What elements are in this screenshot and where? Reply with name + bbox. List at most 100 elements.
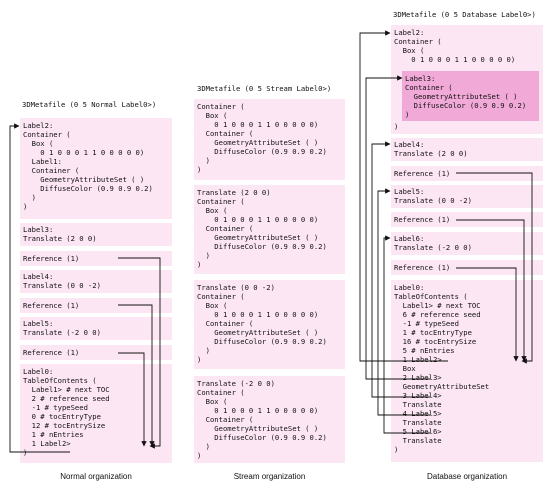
code-line: Translate (-2 0 0) — [394, 243, 472, 252]
database-arrow-toc-to-label3 — [365, 75, 430, 380]
code-line: Label0: — [394, 283, 425, 292]
code-line: GeometryAttributeSet ( ) — [197, 328, 319, 337]
code-line: 0 # tocEntryType — [23, 412, 101, 421]
code-line: TableOfContents ( — [394, 292, 468, 301]
database-box-reference-2: Reference (1) — [391, 212, 543, 227]
code-line: ) — [197, 355, 202, 364]
code-line: ) — [197, 156, 210, 165]
code-line: 0 1 0 0 0 1 1 0 0 0 0 0) — [23, 148, 145, 157]
code-line: 1 Label2> — [394, 355, 442, 364]
code-line: Container ( — [405, 83, 453, 92]
database-box-label2-text: Label2:Container ( Box ( 0 1 0 0 0 1 1 0… — [394, 28, 515, 64]
code-line: 2 # reference seed — [23, 394, 110, 403]
code-line: Container ( — [394, 37, 442, 46]
normal-box-reference-3-text: Reference (1) — [23, 348, 79, 357]
database-header: 3DMetafile (0 5 Database Label0>) — [393, 10, 536, 19]
database-box-label5: Label5:Translate (0 0 -2) — [391, 185, 543, 208]
database-arrow-toc-to-label4 — [371, 141, 430, 398]
code-line: GeometryAttributeSet ( ) — [405, 92, 518, 101]
normal-box-toc: Label0:TableOfContents ( Label1> # next … — [20, 364, 172, 463]
database-box-reference-1-text: Reference (1) — [394, 169, 450, 178]
normal-box-reference-2: Reference (1) — [20, 298, 172, 313]
stream-box-3-text: Translate (0 0 -2)Container ( Box ( 0 1 … — [197, 283, 327, 364]
normal-box-label4-text: Label4:Translate (0 0 -2) — [23, 272, 101, 290]
code-line: DiffuseColor (0.9 0.9 0.2) — [197, 433, 327, 442]
code-line: Container ( — [23, 166, 80, 175]
code-line: 2 Label3> — [394, 373, 442, 382]
code-line: Translate — [394, 436, 442, 445]
code-line: TableOfContents ( — [23, 376, 97, 385]
code-line: Container ( — [197, 102, 245, 111]
database-box-label4-text: Label4:Translate (2 0 0) — [394, 140, 468, 158]
stream-box-3: Translate (0 0 -2)Container ( Box ( 0 1 … — [194, 280, 345, 369]
code-line: Box ( — [23, 139, 54, 148]
normal-box-reference-1-text: Reference (1) — [23, 254, 79, 263]
stream-box-2-text: Translate (2 0 0)Container ( Box ( 0 1 0… — [197, 188, 327, 269]
code-line: Label2: — [394, 28, 425, 37]
code-line: ) — [23, 448, 28, 457]
code-line: Label4: — [394, 140, 425, 149]
code-line: Label6: — [394, 234, 425, 243]
code-line: 0 1 0 0 0 1 1 0 0 0 0 0) — [197, 120, 319, 129]
code-line: Reference (1) — [394, 263, 451, 272]
database-box-label3-text: Label3:Container ( GeometryAttributeSet … — [405, 74, 526, 119]
code-line: Container ( — [197, 224, 254, 233]
database-arrow-ref3-to-toc — [456, 267, 519, 362]
database-box-toc: Label0:TableOfContents ( Label1> # next … — [391, 280, 543, 462]
database-box-label3: Label3:Container ( GeometryAttributeSet … — [402, 71, 539, 121]
stream-caption: Stream organization — [233, 472, 306, 481]
code-line: Translate (2 0 0) — [197, 188, 271, 197]
code-line: Reference (1) — [23, 301, 80, 310]
code-line: DiffuseColor (0.9 0.9 0.2) — [197, 242, 327, 251]
code-line: Label3: — [23, 225, 54, 234]
code-line: Label3: — [405, 74, 436, 83]
code-line: -1 # typeSeed — [23, 403, 88, 412]
code-line: Label5: — [394, 187, 425, 196]
database-box-reference-2-text: Reference (1) — [394, 215, 450, 224]
database-box-label2-close: ) — [394, 122, 399, 131]
code-line: Container ( — [197, 292, 245, 301]
code-line: 3 Label4> — [394, 391, 442, 400]
code-line: 1 Label2> — [23, 439, 71, 448]
normal-box-label5: Label5:Translate (-2 0 0) — [20, 317, 172, 340]
code-line: Translate (-2 0 0) — [23, 328, 101, 337]
normal-box-label3-text: Label3:Translate (2 0 0) — [23, 225, 97, 243]
code-line: ) — [23, 193, 36, 202]
code-line: Translate (0 0 -2) — [23, 281, 101, 290]
code-line: Box ( — [197, 206, 228, 215]
code-line: Box — [394, 364, 416, 373]
normal-arrow-ref2-to-toc — [118, 304, 155, 447]
code-line: 1 # nEntries — [23, 430, 84, 439]
normal-box-label4: Label4:Translate (0 0 -2) — [20, 270, 172, 293]
code-line: 16 # tocEntrySize — [394, 337, 477, 346]
code-line: Reference (1) — [394, 169, 451, 178]
code-line: GeometryAttributeSet — [394, 382, 490, 391]
normal-box-label5-text: Label5:Translate (-2 0 0) — [23, 319, 101, 337]
normal-arrow-ref1-to-toc — [118, 257, 161, 449]
code-line: Box ( — [197, 397, 228, 406]
code-line: GeometryAttributeSet ( ) — [197, 233, 319, 242]
code-line: Translate (0 0 -2) — [394, 196, 472, 205]
code-line: DiffuseColor (0.9 0.9 0.2) — [197, 147, 327, 156]
code-line: GeometryAttributeSet ( ) — [23, 175, 145, 184]
code-line: Translate — [394, 400, 442, 409]
normal-caption: Normal organization — [60, 472, 132, 481]
code-line: Label1: — [23, 157, 62, 166]
code-line: Label4: — [23, 272, 54, 281]
code-line: Translate (-2 0 0) — [197, 379, 275, 388]
normal-box-label3: Label3:Translate (2 0 0) — [20, 223, 172, 246]
code-line: ) — [405, 110, 410, 119]
database-box-reference-3-text: Reference (1) — [394, 263, 450, 272]
database-arrow-toc-to-label5 — [377, 188, 430, 416]
code-line: 6 # reference seed — [394, 310, 481, 319]
database-box-reference-1: Reference (1) — [391, 166, 543, 181]
code-line: Reference (1) — [394, 215, 451, 224]
code-line: ) — [197, 442, 210, 451]
database-arrow-ref1-to-toc — [456, 172, 533, 364]
code-line: 12 # tocEntrySize — [23, 421, 106, 430]
code-line: Translate — [394, 418, 442, 427]
code-line: Container ( — [23, 130, 71, 139]
normal-box-reference-1: Reference (1) — [20, 251, 172, 266]
stream-box-2: Translate (2 0 0)Container ( Box ( 0 1 0… — [194, 185, 345, 274]
stream-box-4: Translate (-2 0 0)Container ( Box ( 0 1 … — [194, 376, 345, 463]
